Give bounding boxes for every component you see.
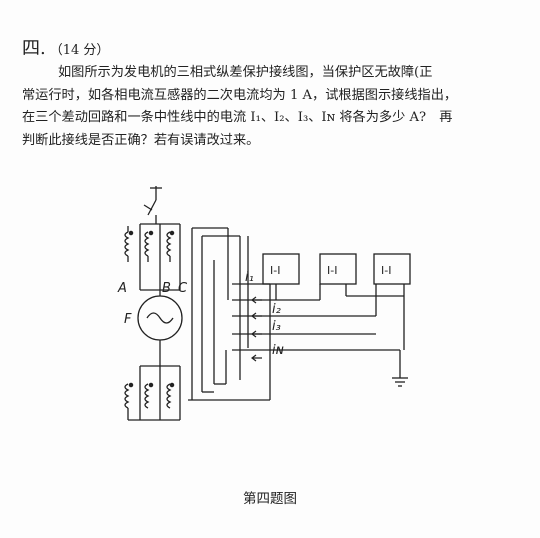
generator-symbol <box>137 289 183 380</box>
question-points: （14 分） <box>49 43 110 58</box>
generator-label: F <box>124 312 132 327</box>
circuit-breaker-symbol <box>143 186 162 224</box>
question-number-text: 四. <box>22 38 46 59</box>
relay-3 <box>373 253 411 285</box>
current-label-in: iɴ <box>272 343 284 358</box>
current-arrows <box>251 296 262 362</box>
question-line-1: 如图所示为发电机的三相式纵差保护接线图，当保护区无故障(正 <box>58 65 433 80</box>
relay-2-label: I-I <box>327 264 337 277</box>
current-label-i1: i₁ <box>245 270 254 285</box>
question-text: 如图所示为发电机的三相式纵差保护接线图，当保护区无故障(正 常运行时，如各相电流… <box>22 62 532 152</box>
phase-label-b: B <box>162 281 171 296</box>
relay-2 <box>319 253 357 285</box>
relay-boxes <box>262 253 411 300</box>
relay-1 <box>262 253 300 285</box>
current-label-i3: i₃ <box>272 319 281 334</box>
upper-ct-group <box>124 226 175 262</box>
figure-caption: 第四题图 <box>243 491 297 507</box>
question-line-3: 在三个差动回路和一条中性线中的电流 I₁、I₂、I₃、Iɴ 将各为多少 A? 再 <box>22 110 453 125</box>
secondary-wiring <box>188 227 405 401</box>
relay-1-label: I-I <box>270 264 280 277</box>
current-label-i2: i₂ <box>272 302 281 317</box>
phase-label-c: C <box>178 281 188 296</box>
question-line-2: 常运行时，如各相电流互感器的二次电流均为 1 A，试根据图示接线指出， <box>22 87 458 103</box>
phase-label-a: A <box>117 281 127 296</box>
lower-ct-group <box>124 380 181 421</box>
ground-icon <box>392 370 408 387</box>
upper-phase-leads <box>139 223 181 290</box>
question-line-4: 判断此接线是否正确？若有误请改过来。 <box>22 132 260 148</box>
relay-3-label: I-I <box>381 264 391 277</box>
question-number: 四.（14 分） <box>22 34 109 60</box>
